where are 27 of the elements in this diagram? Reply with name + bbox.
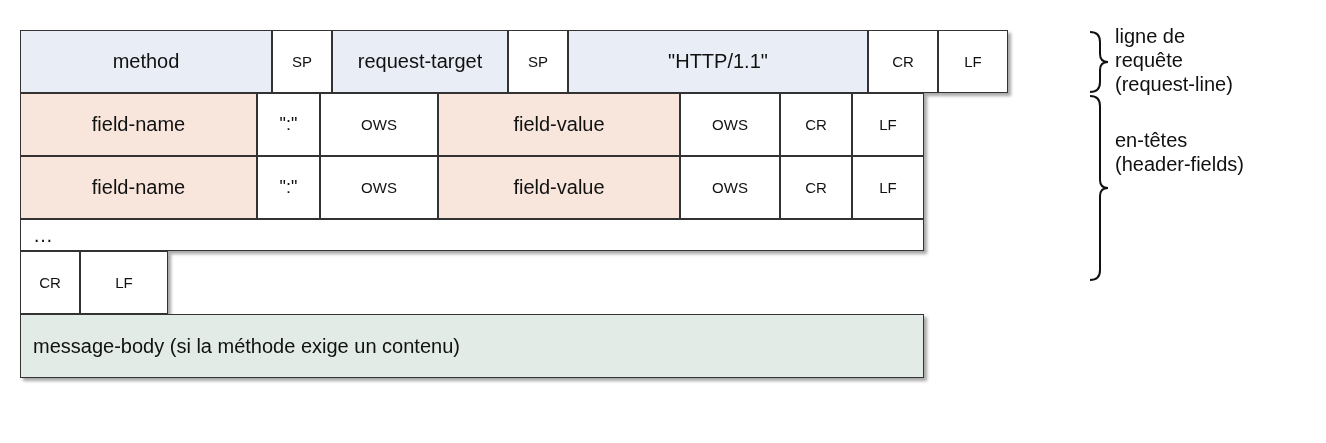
field-cell: CR bbox=[20, 251, 80, 314]
field-cell: LF bbox=[852, 156, 924, 219]
field-cell: message-body (si la méthode exige un contenu) bbox=[20, 314, 924, 378]
field-cell: OWS bbox=[320, 93, 438, 156]
field-cell: LF bbox=[852, 93, 924, 156]
field-cell: SP bbox=[272, 30, 332, 93]
field-cell: LF bbox=[938, 30, 1008, 93]
field-cell: CR bbox=[780, 93, 852, 156]
field-cell: field-value bbox=[438, 156, 680, 219]
field-cell: … bbox=[20, 219, 924, 251]
field-cell: OWS bbox=[320, 156, 438, 219]
field-cell: ":" bbox=[257, 156, 320, 219]
brace-label: ligne de requête (request-line) bbox=[1115, 24, 1234, 96]
field-cell: field-name bbox=[20, 156, 257, 219]
field-cell: field-value bbox=[438, 93, 680, 156]
field-cell: CR bbox=[868, 30, 938, 93]
field-cell: "HTTP/1.1" bbox=[568, 30, 868, 93]
field-cell: SP bbox=[508, 30, 568, 93]
field-cell: field-name bbox=[20, 93, 257, 156]
field-cell: request-target bbox=[332, 30, 508, 93]
field-cell: method bbox=[20, 30, 272, 93]
brace-label: en-têtes (header-fields) bbox=[1115, 128, 1245, 176]
field-cell: ":" bbox=[257, 93, 320, 156]
field-cell: OWS bbox=[680, 93, 780, 156]
field-cell: CR bbox=[780, 156, 852, 219]
field-cell: OWS bbox=[680, 156, 780, 219]
field-cell: LF bbox=[80, 251, 168, 314]
